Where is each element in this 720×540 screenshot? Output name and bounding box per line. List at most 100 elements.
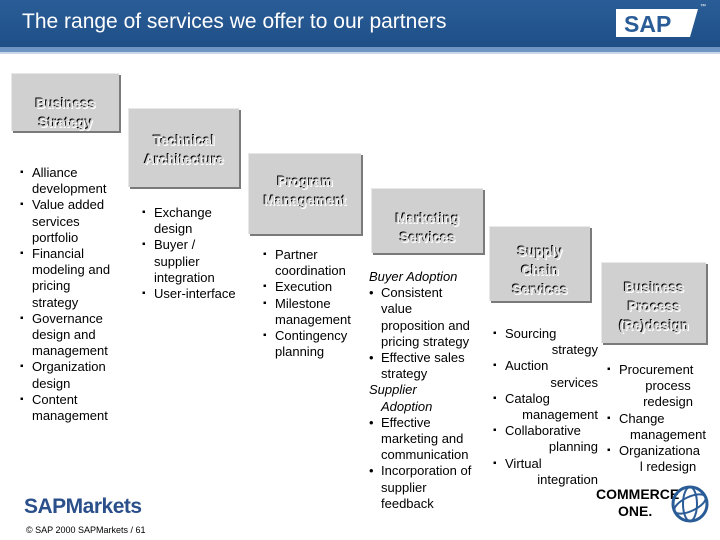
list-item: management [32,343,108,359]
sapmarkets-logo-text: SAPMarkets [24,495,142,518]
list-item: Governance [20,311,135,327]
commerce-one-line-2: ONE. [618,503,653,519]
list-item: portfolio [32,229,79,245]
footer-copyright: © SAP 2000 SAPMarkets / 61 [26,525,146,535]
marketing-services-box: Marketing Services [371,188,483,253]
list-item: Exchange [142,205,257,221]
slide-header: The range of services we offer to our pa… [0,0,720,47]
list-item: supplier [154,253,200,269]
header-stripe-light [0,52,720,54]
business-strategy-line-2: Strategy [38,115,93,130]
list-item: development [32,181,107,197]
list-item: design [154,221,193,237]
business-process-line-3: (Re)design [619,318,689,333]
list-item: communication [381,447,469,463]
supply-chain-line-3: Services [512,282,568,297]
program-management-list: Partner coordination Execution Milestone… [263,247,373,360]
list-item: pricing [32,278,71,294]
list-item: planning [548,439,598,455]
supplier-adoption-heading: Supplier [369,382,417,398]
list-item: l redesign [639,459,697,475]
list-item: Contingency [263,328,373,344]
business-strategy-box: Business Strategy [11,73,119,131]
list-item: design and [32,327,96,343]
globe-icon [671,485,709,523]
list-item: value [381,301,413,317]
technical-architecture-line-1: Technical [153,133,215,148]
business-process-list: Procurement process redesign Change mana… [607,362,717,475]
supplier-adoption-heading-2: Adoption [381,398,433,414]
list-item: Partner [263,247,373,263]
list-item: marketing and [381,431,464,447]
supply-chain-services-box: Supply Chain Services [489,226,590,301]
list-item: supplier [381,479,427,495]
slide-title: The range of services we offer to our pa… [22,10,447,33]
program-management-line-1: Program [277,174,333,189]
list-item: services [32,213,80,229]
list-item: Buyer / [142,237,257,253]
list-item: Catalog [493,391,598,407]
list-item: process [645,378,691,394]
list-item: proposition and [381,317,470,333]
list-item: planning [275,344,325,360]
list-item: Organizationa [607,443,717,459]
sap-logo: SAP [616,9,698,37]
list-item: Procurement [607,362,717,378]
sap-logo-text: SAP [624,11,671,37]
marketing-services-list: Buyer Adoption Consistent value proposit… [369,269,494,512]
list-item: Collaborative [493,423,598,439]
business-process-line-1: Business [623,280,685,295]
list-item: management [522,407,598,423]
supply-chain-list: Sourcing strategy Auction services Catal… [493,326,598,488]
list-item: Consistent [369,285,494,301]
sapmarkets-logo: SAPMarkets [24,495,142,519]
list-item: Incorporation of [369,463,494,479]
supply-chain-line-1: Supply [517,244,563,259]
list-item: Virtual [493,456,598,472]
list-item: Effective sales [369,350,494,366]
list-item: services [550,374,598,390]
business-strategy-list: Alliance development Value added service… [20,165,135,424]
list-item: redesign [643,394,693,410]
business-strategy-line-1: Business [35,96,96,111]
list-item: Organization [20,359,135,375]
list-item: Execution [263,279,373,295]
buyer-adoption-heading: Buyer Adoption [369,269,458,284]
program-management-box: Program Management [248,153,361,234]
list-item: Milestone [263,296,373,312]
program-management-line-2: Management [263,193,347,208]
list-item: coordination [275,263,346,279]
list-item: Content [20,392,135,408]
marketing-services-line-2: Services [399,230,456,245]
list-item: strategy [381,366,428,382]
list-item: management [32,408,108,424]
list-item: management [630,426,706,442]
list-item: Effective [369,415,494,431]
business-process-line-2: Process [627,299,681,314]
list-item: Sourcing [493,326,598,342]
commerce-one-logo: COMMERCE ONE. [596,486,679,520]
technical-architecture-line-2: Architecture [144,152,224,167]
list-item: feedback [381,495,434,511]
list-item: modeling and [32,262,111,278]
business-process-redesign-box: Business Process (Re)design [601,262,706,343]
technical-architecture-list: Exchange design Buyer / supplier integra… [142,205,257,302]
list-item: Financial [20,246,135,262]
header-stripe [0,47,720,52]
marketing-services-line-1: Marketing [395,211,460,226]
trademark-mark: ™ [700,4,706,10]
list-item: Value added [20,197,135,213]
list-item: Change [607,411,717,427]
list-item: design [32,375,71,391]
list-item: Auction [493,358,598,374]
list-item: integration [154,269,215,285]
list-item: integration [537,471,598,487]
list-item: management [275,311,351,327]
list-item: User-interface [142,286,257,302]
list-item: pricing strategy [381,333,470,349]
list-item: Alliance [20,165,135,181]
supply-chain-line-2: Chain [521,263,559,278]
commerce-one-line-1: COMMERCE [596,486,680,502]
list-item: strategy [551,342,598,358]
technical-architecture-box: Technical Architecture [128,108,239,187]
